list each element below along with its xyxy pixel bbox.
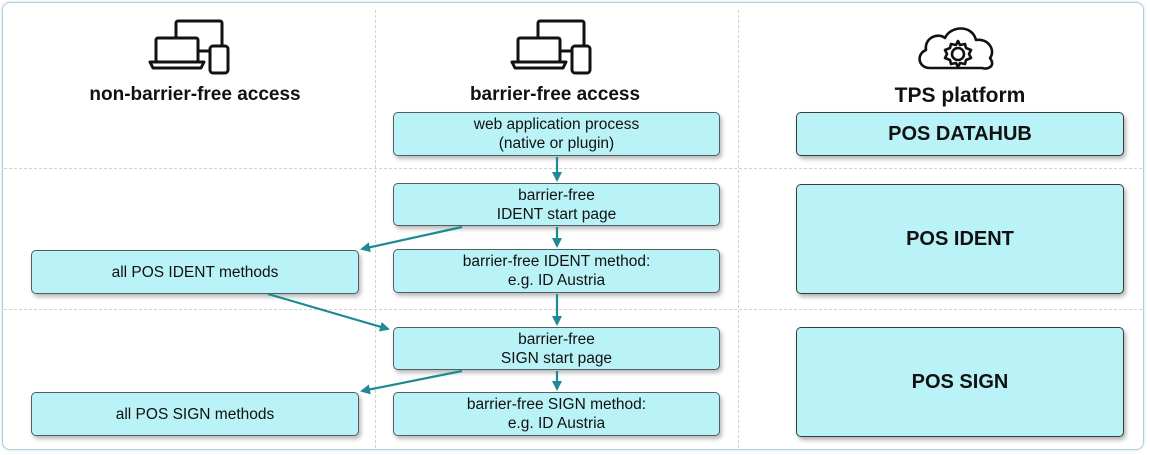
column-header-platform: TPS platform [894, 84, 1026, 107]
column-header-non-barrier-free: non-barrier-free access [89, 84, 301, 105]
all-sign-methods-box: all POS SIGN methods [31, 392, 359, 436]
row-divider [4, 309, 1142, 310]
diagram-frame [2, 2, 1144, 450]
pos-ident-box: POS IDENT [796, 184, 1124, 294]
devices-icon [510, 19, 592, 75]
arrow-ident-start-to-all-methods [360, 225, 463, 253]
arrow-sign-start-to-all-methods [360, 369, 463, 395]
all-ident-methods-box: all POS IDENT methods [31, 250, 359, 294]
arrow-all-ident-to-sign-start [267, 292, 390, 332]
ident-method-box: barrier-free IDENT method: e.g. ID Austr… [393, 249, 720, 293]
row-divider [4, 168, 1142, 169]
pos-datahub-box: POS DATAHUB [796, 112, 1124, 156]
devices-icon [148, 19, 230, 75]
web-application-process-box: web application process (native or plugi… [393, 112, 720, 156]
pos-sign-box: POS SIGN [796, 327, 1124, 437]
column-divider [375, 10, 376, 448]
ident-start-page-box: barrier-free IDENT start page [393, 183, 720, 226]
cloud-gear-icon [918, 27, 994, 70]
sign-method-box: barrier-free SIGN method: e.g. ID Austri… [393, 392, 720, 436]
column-divider [738, 10, 739, 448]
sign-start-page-box: barrier-free SIGN start page [393, 327, 720, 370]
column-header-barrier-free: barrier-free access [469, 84, 641, 105]
